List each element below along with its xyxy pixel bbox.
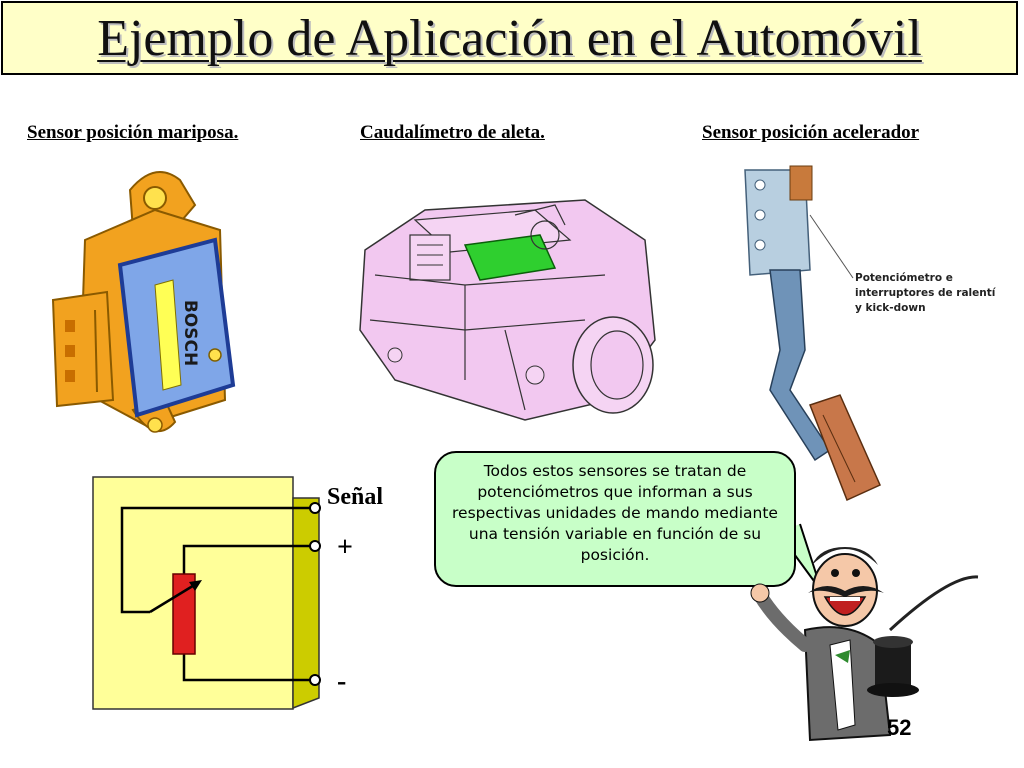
minus-terminal-label: - [337,666,347,697]
ringmaster-cartoon-icon [750,547,979,742]
callout-line-2: interruptores de ralentí [855,287,997,299]
page-number: 52 [887,715,912,740]
callout-line-3: y kick-down [855,302,926,314]
signal-terminal-label: Señal [327,484,384,510]
caption-throttle-sensor: Sensor posición mariposa. [27,122,239,143]
accelerator-sensor-illustration: Potenciómetro e interruptores de ralentí… [744,165,997,502]
throttle-sensor-illustration: BOSCH [51,171,236,433]
potentiometer-circuit-diagram [92,476,321,710]
caption-airflow-meter: Caudalímetro de aleta. [360,122,545,143]
caption-accelerator-sensor: Sensor posición acelerador [702,122,920,143]
speech-bubble: Todos estos sensores se tratan de potenc… [434,451,796,587]
bosch-logo: BOSCH [180,300,200,366]
plus-terminal-label: + [337,532,353,563]
airflow-meter-illustration [359,199,656,421]
title-banner: Ejemplo de Aplicación en el Automóvil [1,1,1018,75]
callout-line-1: Potenciómetro e [855,272,953,284]
slide-title: Ejemplo de Aplicación en el Automóvil [97,10,922,67]
